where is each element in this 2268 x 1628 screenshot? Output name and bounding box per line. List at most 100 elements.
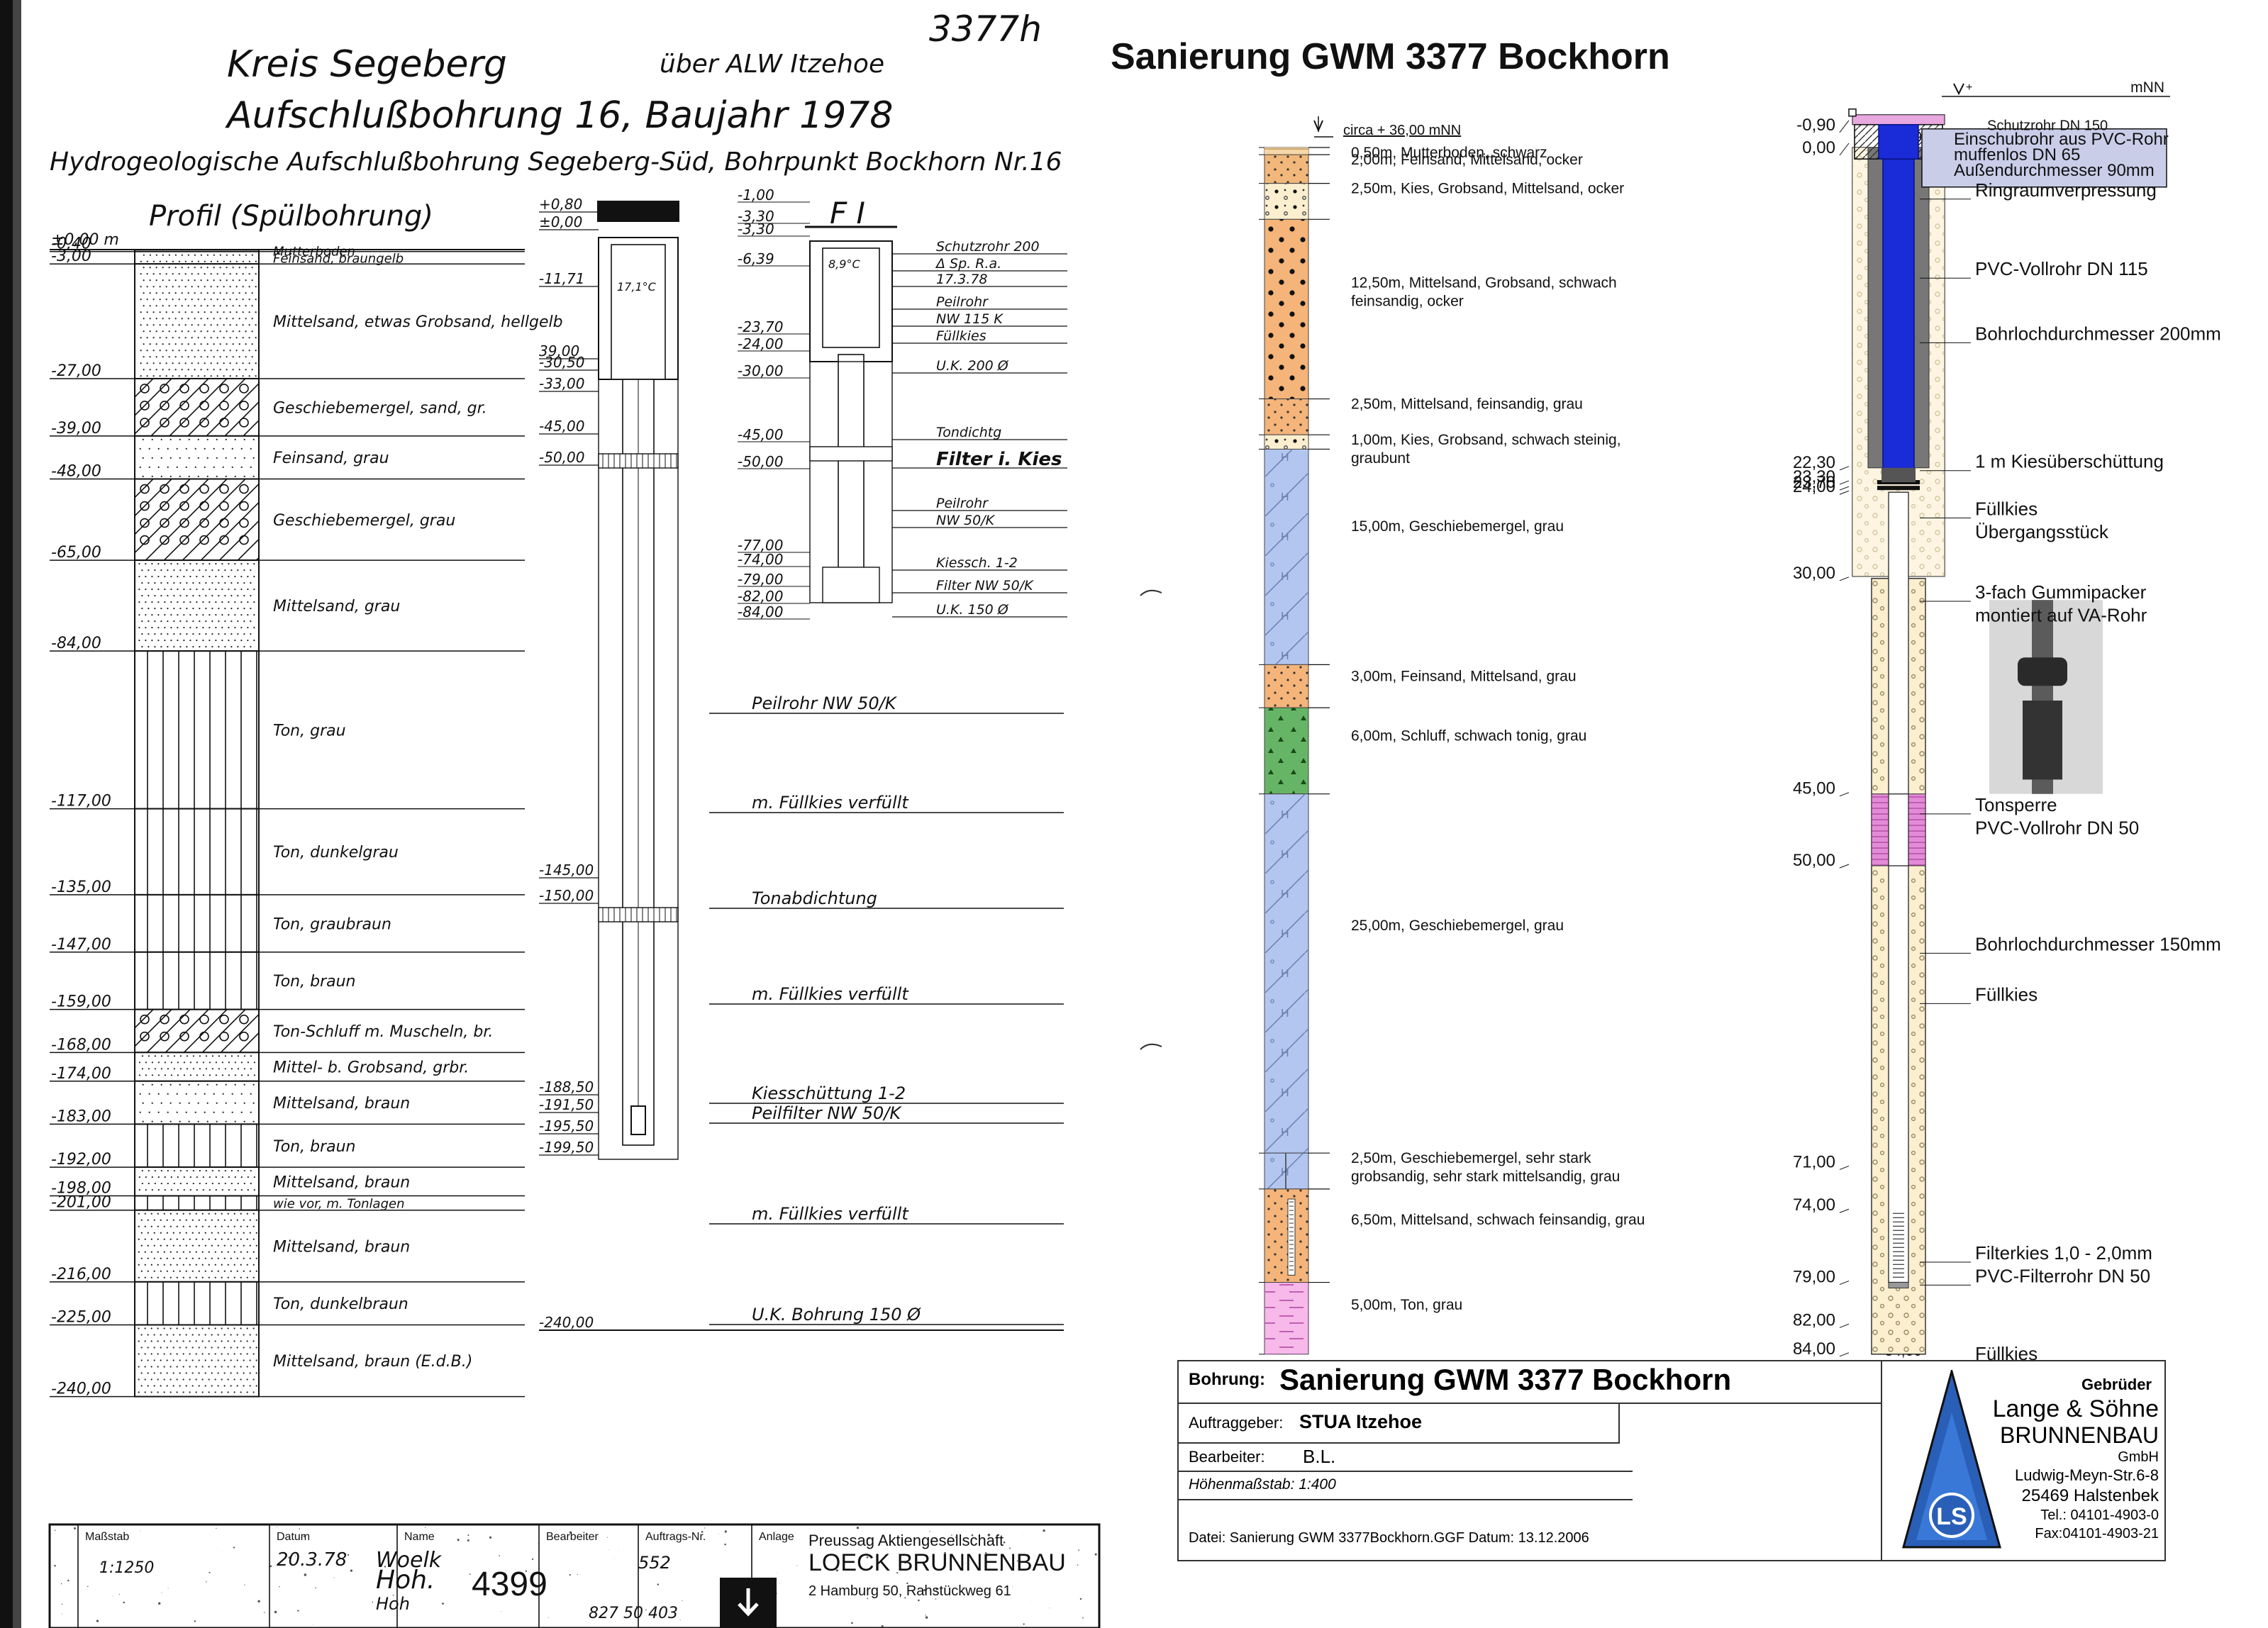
well1-mark: -240,00 [539,1314,594,1331]
well2-note: U.K. 200 Ø [936,358,1009,374]
well2-note: Tondichtg [936,425,1001,440]
well1-note: Tonabdichtung [752,888,877,908]
scan-description: Hydrogeologische Aufschlußbohrung Segebe… [50,147,1062,177]
scan-layer-label: Ton, dunkelgrau [273,844,399,862]
plan-layer-desc: 1,00m, Kies, Grobsand, schwach steinig, [1351,432,1621,448]
scan-depth: -159,00 [51,993,111,1011]
well-top-label: mNN [2130,79,2164,96]
well2-note: 17.3.78 [936,272,988,287]
company-line-7: Tel.: 04101-4903-0 [2040,1507,2159,1524]
plan-title-block: Bohrung: Sanierung GWM 3377 Bockhorn Auf… [1177,1360,2166,1561]
company-line-5: Ludwig-Meyn-Str.6-8 [2015,1466,2159,1485]
well2-note: Filter NW 50/K [936,578,1034,593]
well-depth-label: 24,00 [1793,477,1835,496]
scan-depth: -183,00 [51,1108,111,1125]
scan-profile-column: Mutterboden-0,40Feinsand, braungelb-3,00… [50,235,563,1398]
well2-mark: -50,00 [738,453,783,470]
scan-layer [135,1124,259,1167]
well1-note: Peilrohr NW 50/K [752,693,898,713]
scan-layer-label: Mittelsand, braun [273,1173,410,1191]
scan-layer [135,809,259,895]
stamp-label: Anlage [759,1531,794,1543]
company-line-4: GmbH [2118,1449,2159,1466]
plan-soil-column: circa + 36,00 mNN0,50m, Mutterboden, sch… [1140,116,1922,1359]
pvc-info-line: Außendurchmesser 90mm [1954,161,2155,180]
scan-stamp: Maßstab Datum Name Bearbeiter Auftrags-Nr. An… [50,1524,1099,1628]
well-annotation: 1 m Kiesüberschüttung [1975,451,2164,472]
tb-company-box: LS Gebrüder Lange & Söhne BRUNNENBAU Gmb… [1881,1361,2166,1560]
well2-mark: -79,00 [738,571,783,588]
scan-depth: -240,00 [51,1381,111,1398]
well2-mark: -74,00 [738,551,783,568]
well-depth-label: 82,00 [1793,1310,1835,1329]
stamp-label: Auftrags-Nr. [645,1531,706,1543]
well1-mark: -150,00 [539,887,594,904]
plan-layer-desc: 2,00m, Feinsand, Mittelsand, ocker [1351,152,1583,168]
well2-mark: -82,00 [738,588,783,605]
well1-mark: +0,80 [539,196,582,213]
stamp-label: Maßstab [85,1531,129,1543]
stamp-label: Bearbeiter [546,1531,599,1543]
scan-via: über ALW Itzehoe [660,50,884,79]
well2-mark: -30,00 [738,362,783,379]
scan-layer-label: Feinsand, braungelb [273,251,404,266]
scan-layer [135,560,259,651]
scan-layer-label: Ton, braun [273,1138,356,1156]
well-annotation: Füllkies [1975,498,2038,520]
well2-note: NW 115 K [936,311,1004,327]
well-annotation: Füllkies [1975,983,2038,1005]
well-depth-label: 84,00 [1793,1339,1835,1359]
stamp-phone: 827 50 403 [589,1605,678,1622]
scan-depth: -147,00 [51,936,111,954]
scan-layer-label: wie vor, m. Tonlagen [273,1197,404,1212]
scan-depth: -3,00 [51,247,91,265]
scan-layer [135,264,259,379]
tb-row-datei: Datei: Sanierung GWM 3377Bockhorn.GGF Da… [1179,1499,1633,1559]
scan-layer-label: Mittelsand, braun [273,1238,410,1256]
well1-note: Peilfilter NW 50/K [752,1103,902,1123]
well2-mark: -24,00 [738,335,783,352]
scan-layer [135,651,259,808]
well2-water-temp: 8,9°C [828,257,860,271]
scan-well-2: F I8,9°C-1,00-3,30-3,30-6,39-23,70-24,00… [738,186,1067,620]
scanned-drawing: 3377h Kreis Segeberg über ALW Itzehoe Au… [0,0,1106,1628]
stamp-label: Name [404,1531,435,1543]
tb-row-auftraggeber: Auftraggeber: STUA Itzehoe [1179,1403,1620,1444]
well2-note: NW 50/K [936,513,996,528]
scan-layer-label: Mittelsand, braun (E.d.B.) [273,1353,472,1371]
well-depth-label: -0,90 [1796,116,1835,135]
well1-mark: -33,00 [539,375,584,392]
scan-depth: -174,00 [51,1065,111,1083]
scan-layer [135,1210,259,1282]
sheet-id: 3377h [929,9,1042,50]
scan-depth: -117,00 [51,793,111,810]
tb-bohrung-value: Sanierung GWM 3377 Bockhorn [1279,1363,1731,1397]
well1-note: m. Füllkies verfüllt [752,793,909,813]
well2-mark: -3,30 [738,221,774,238]
well1-mark: -195,50 [539,1117,594,1134]
well-depth-label: 0,00 [1802,138,1835,157]
well-depth-label: 30,00 [1793,564,1835,583]
well2-note: Kiessch. 1-2 [936,555,1018,571]
scan-canvas: 3377h Kreis Segeberg über ALW Itzehoe Au… [0,0,1106,1628]
well2-note: Δ Sp. R.a. [935,256,1001,272]
well-annotation: 3-fach Gummipacker [1975,581,2147,603]
packer-ring [1877,486,1920,490]
stamp-label: Datum [277,1531,310,1543]
plan-layer-desc: graubunt [1351,450,1410,467]
plan-layer-desc: grobsandig, sehr stark mittelsandig, gra… [1351,1169,1620,1185]
stamp-company: Preussag Aktiengesellschaft [808,1532,1004,1549]
tb-auftraggeber-label: Auftraggeber: [1189,1414,1283,1432]
scan-layer-label: Ton-Schluff m. Muscheln, br. [273,1023,493,1041]
scan-depth: -48,00 [51,463,101,481]
scan-depth: -225,00 [51,1309,111,1327]
scan-layer-label: Mittelsand, grau [273,598,400,615]
pvc-insert-pipe [1883,135,1914,475]
well1-note: Kiesschüttung 1-2 [752,1083,906,1103]
company-line-3: BRUNNENBAU [2000,1422,2159,1449]
profile-label: Profil (Spülbohrung) [149,200,433,233]
scan-layer-label: Mittel- b. Grobsand, grbr. [273,1059,469,1077]
well-annotation: Filterkies 1,0 - 2,0mm [1975,1242,2152,1264]
well-annotation: PVC-Vollrohr DN 115 [1975,258,2148,279]
scan-title: Kreis Segeberg [227,43,507,86]
